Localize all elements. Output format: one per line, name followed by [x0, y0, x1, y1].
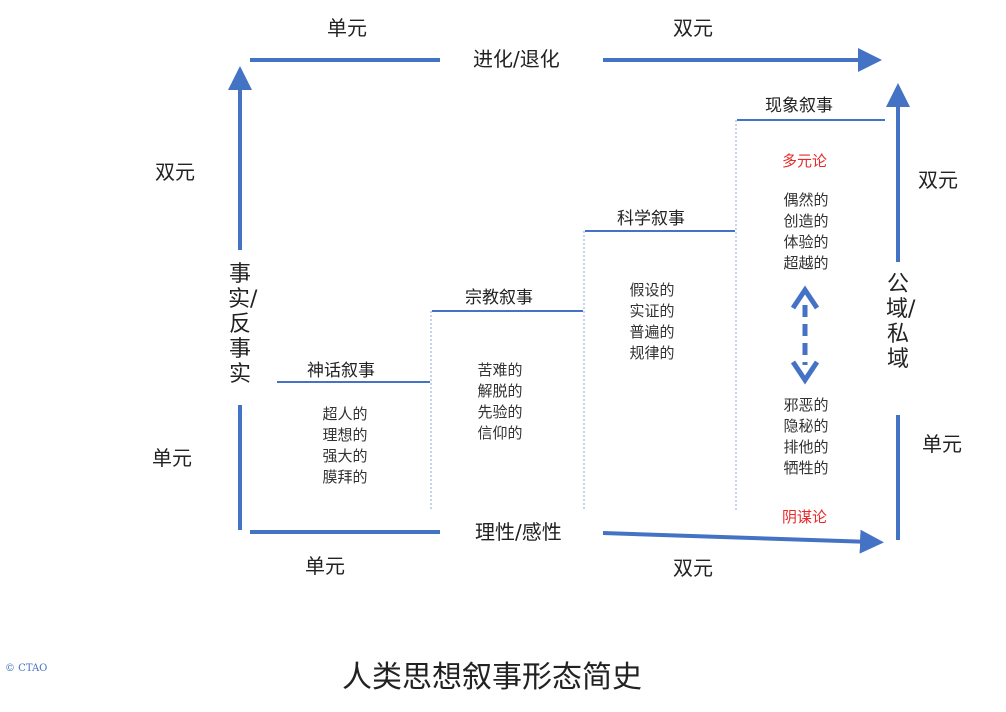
top-right-label: 双元	[673, 16, 713, 40]
stage-myth-title: 神话叙事	[307, 361, 375, 381]
top-axis-label: 进化/退化	[473, 47, 560, 71]
stage-religion-traits: 苦难的解脱的先验的信仰的	[477, 361, 523, 442]
top-left-label: 单元	[327, 16, 367, 40]
stage-phenomenon-title: 现象叙事	[765, 96, 833, 116]
copyright: © CTAO	[5, 663, 48, 674]
double-arrow-icon	[790, 285, 820, 385]
right-axis-label: 公域/私域	[886, 272, 916, 372]
bottom-axis-label: 理性/感性	[475, 520, 562, 544]
stage-myth-traits: 超人的理想的强大的膜拜的	[322, 405, 368, 486]
stage-science-traits: 假设的实证的普遍的规律的	[629, 281, 675, 362]
conspiracy-label: 阴谋论	[782, 508, 828, 526]
bottom-right-label: 双元	[673, 556, 713, 580]
right-bottom-label: 单元	[922, 432, 962, 456]
diagram-title: 人类思想叙事形态简史	[342, 660, 642, 695]
stage-science-title: 科学叙事	[617, 209, 685, 229]
right-top-label: 双元	[918, 168, 958, 192]
left-axis-label: 事实/反事实	[228, 262, 258, 387]
left-bottom-label: 单元	[152, 446, 192, 470]
bottom-axis-arrow	[602, 529, 884, 554]
stage-religion-title: 宗教叙事	[465, 288, 533, 308]
left-top-label: 双元	[155, 160, 195, 184]
stage-phenomenon-upper-traits: 偶然的创造的体验的超越的	[783, 191, 829, 272]
pluralism-label: 多元论	[782, 152, 828, 170]
bottom-left-label: 单元	[305, 554, 345, 578]
stage-phenomenon-lower-traits: 邪恶的隐秘的排他的牺牲的	[783, 396, 829, 477]
